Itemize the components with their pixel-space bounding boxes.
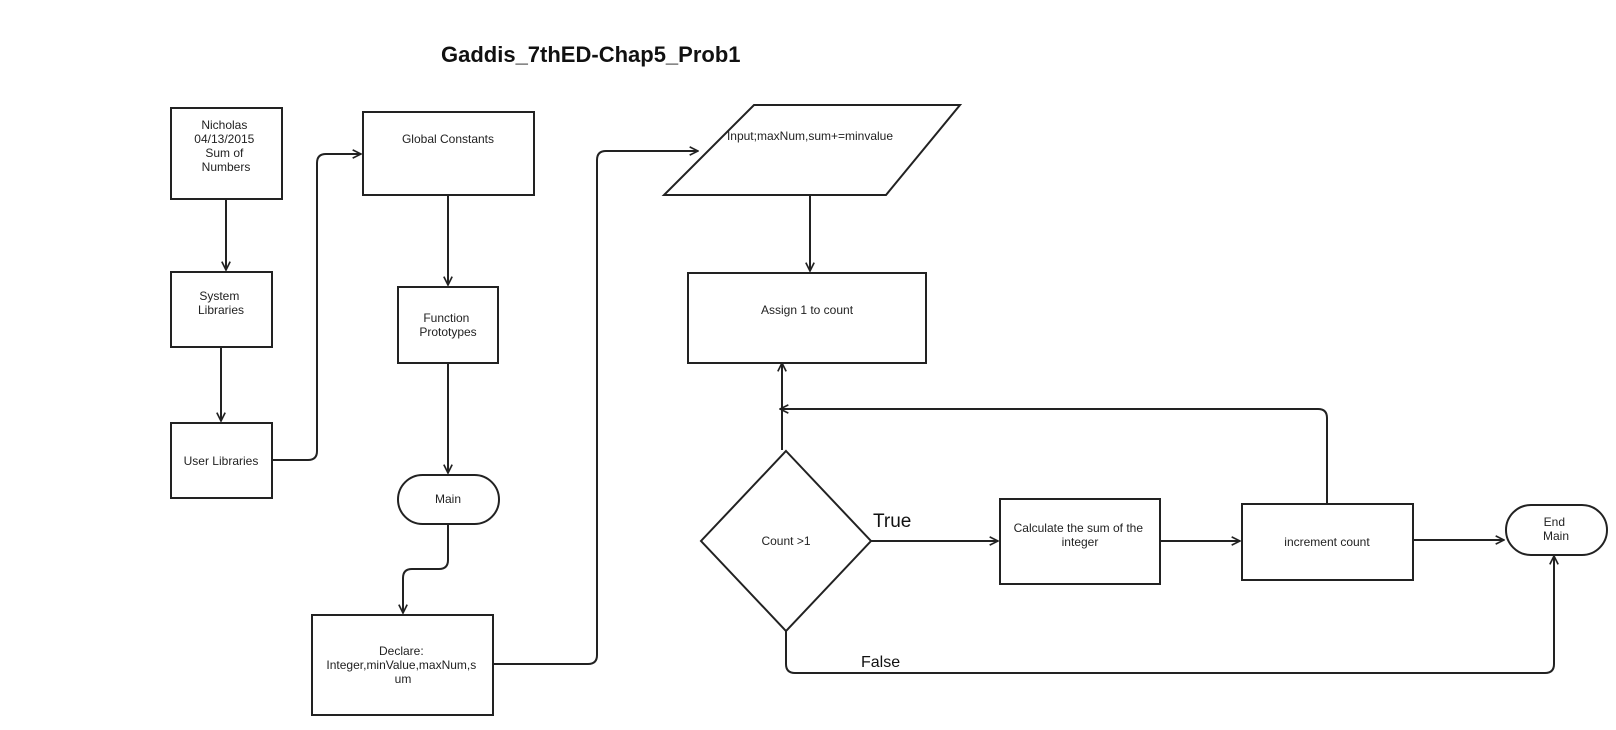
node-header-text: Nicholas 04/13/2015 Sum of Numbers [194,118,257,174]
edge-user-libraries-to-global-constants [272,154,361,461]
node-calculate-sum: Calculate the sum of the integer [999,498,1161,585]
node-system-libraries: System Libraries [170,271,273,348]
node-assign-count: Assign 1 to count [687,272,927,364]
edge-increment-count-to-assign-count [780,409,1328,504]
edge-label-false: False [861,654,900,671]
edge-decision-to-end-main [785,556,1554,674]
node-end-main: End Main [1505,504,1608,556]
node-count-decision-text: Count >1 [761,534,810,548]
node-declare-text: Declare: Integer,minValue,maxNum,s um [326,644,479,686]
node-function-prototypes-text: Function Prototypes [419,311,476,339]
edge-declare-to-input [493,151,698,665]
node-main-text: Main [435,492,461,506]
node-calculate-sum-text: Calculate the sum of the integer [1014,521,1147,549]
diagram-title: Gaddis_7thED-Chap5_Prob1 [441,42,741,67]
edge-label-true: True [873,511,911,532]
node-header: Nicholas 04/13/2015 Sum of Numbers [170,107,283,200]
node-assign-count-text: Assign 1 to count [761,303,854,317]
node-user-libraries-text: User Libraries [184,454,259,468]
node-global-constants: Global Constants [362,111,535,196]
node-input: Input;maxNum,sum+=minvalue [661,104,963,196]
node-count-decision: Count >1 [699,449,873,633]
node-system-libraries-text: System Libraries [198,289,244,317]
node-declare: Declare: Integer,minValue,maxNum,s um [311,614,494,716]
node-increment-count: increment count [1241,503,1414,581]
node-input-text: Input;maxNum,sum+=minvalue [727,129,893,143]
edges [221,151,1554,674]
node-increment-count-text: increment count [1284,535,1370,549]
node-main: Main [397,474,500,525]
node-user-libraries: User Libraries [170,422,273,499]
node-global-constants-text: Global Constants [402,132,494,146]
edge-main-to-declare [403,524,449,613]
node-end-main-text: End Main [1543,515,1569,543]
node-function-prototypes: Function Prototypes [397,286,499,364]
